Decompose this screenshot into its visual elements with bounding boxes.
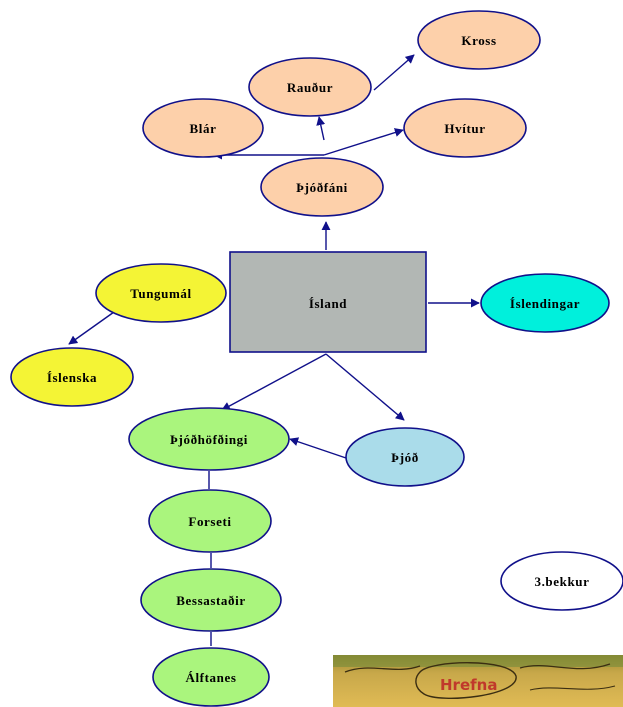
node-thjod: Þjóð [345,427,465,487]
photo-thumbnail: Hrefna [333,655,623,707]
node-thjodfani: Þjóðfáni [260,157,384,217]
edge-island-thjod [325,353,405,421]
node-label: Þjóðfáni [296,180,348,195]
node-label: Íslenska [47,370,97,385]
node-label: Kross [461,33,496,48]
node-islendingar: Íslendingar [480,273,610,333]
node-alftanes: Álftanes [152,647,270,707]
node-3-bekkur: 3.bekkur [500,551,623,611]
node-label: Hvítur [444,121,485,136]
node-hvitur: Hvítur [403,98,527,158]
node-label: Rauður [287,80,333,95]
edge-thjodfani-raudur [316,116,326,141]
node-label: Forseti [188,514,231,529]
edge-thjod-thjodhofdingi [289,437,347,459]
photo-handwriting: Hrefna [440,676,497,694]
node-bessastadir: Bessastaðir [140,568,282,632]
node-islenska: Íslenska [10,347,134,407]
edges [68,54,480,646]
node-label: Álftanes [185,670,236,685]
edge-thjodfani-hvitur [323,128,404,156]
node-tungumal: Tungumál [95,263,227,323]
node-forseti: Forseti [148,489,272,553]
node-label: Þjóðhöfðingi [170,432,248,447]
node-label: Íslendingar [510,296,580,311]
node-label: Tungumál [130,286,191,301]
edge-tungumal-islenska [68,311,115,345]
node-island: Ísland [229,251,427,353]
edge-raudur-kross [373,54,415,91]
edge-island-thjodhofdingi [221,353,327,411]
node-raudur: Rauður [248,57,372,117]
node-label: Bessastaðir [176,593,245,608]
node-blar: Blár [142,98,264,158]
node-thjodhofdingi: Þjóðhöfðingi [128,407,290,471]
node-label: Þjóð [391,450,419,465]
node-label: 3.bekkur [534,574,589,589]
node-label: Blár [190,121,217,136]
node-kross: Kross [417,10,541,70]
node-label: Ísland [309,296,347,311]
